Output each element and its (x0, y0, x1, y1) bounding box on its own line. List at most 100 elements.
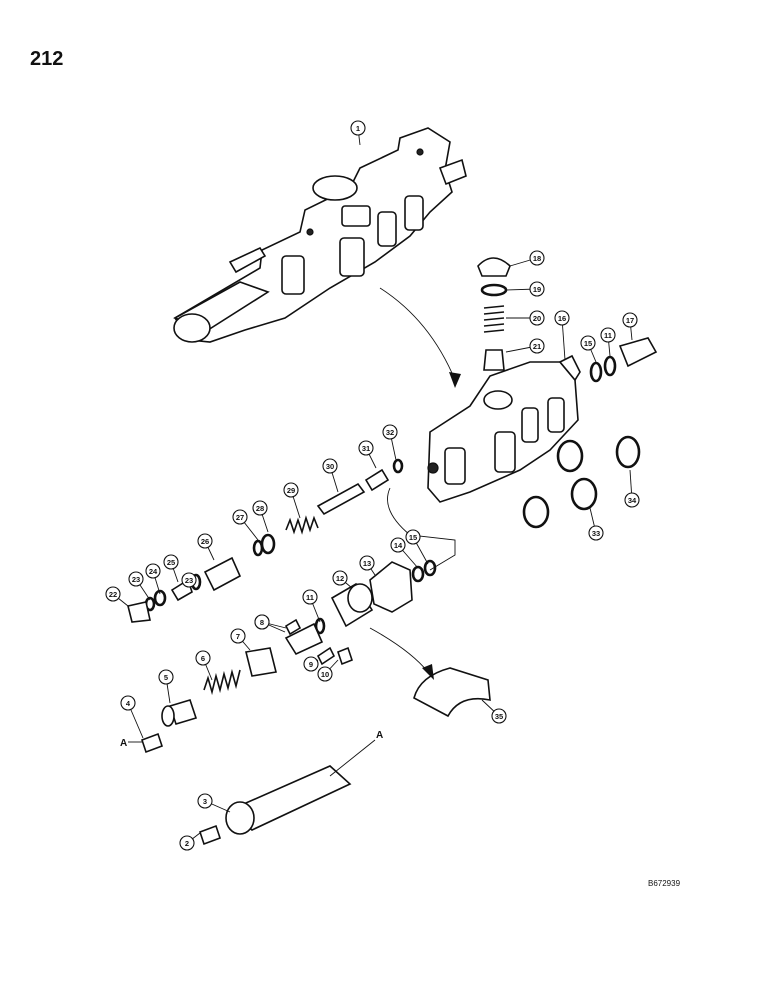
callout-label: 9 (309, 660, 313, 669)
callout-circle (588, 525, 604, 541)
callout-11: 11 (600, 327, 616, 357)
callout-26: 26 (197, 533, 215, 561)
callout-label: 32 (386, 428, 394, 437)
callout-label: 1 (356, 124, 360, 133)
callout-35: 35 (481, 699, 507, 724)
callout-circle (252, 500, 268, 516)
callout-24: 24 (145, 563, 161, 595)
callout-33: 33 (588, 507, 604, 541)
callout-label: 15 (584, 339, 592, 348)
callout-label: 33 (592, 529, 600, 538)
callout-circle (283, 482, 299, 498)
callout-3: 3 (197, 793, 231, 813)
callout-circle (158, 669, 174, 685)
callout-circle (197, 793, 213, 809)
callout-circle (491, 708, 507, 724)
callout-circle (128, 571, 144, 587)
callout-circle (195, 650, 211, 666)
callout-31: 31 (358, 440, 377, 469)
callout-circle (317, 666, 333, 682)
callout-circle (254, 614, 270, 630)
callout-circle (322, 458, 338, 474)
callout-circle (554, 310, 570, 326)
callout-label: 16 (558, 314, 566, 323)
callout-circle (181, 572, 197, 588)
reference-code: B672939 (648, 879, 681, 888)
callout-1: 1 (350, 120, 366, 146)
connector-letter-right: A (376, 730, 383, 741)
callout-circle (302, 589, 318, 605)
callout-4: 4 (120, 695, 144, 739)
callout-label: 21 (533, 342, 541, 351)
callout-label: 17 (626, 316, 634, 325)
callout-circle (179, 835, 195, 851)
callout-circle (332, 570, 348, 586)
callout-label: 31 (362, 444, 370, 453)
callout-label: 22 (109, 590, 117, 599)
callout-30: 30 (322, 458, 339, 493)
callout-7: 7 (230, 628, 251, 651)
callout-label: 35 (495, 712, 503, 721)
callout-circle (624, 492, 640, 508)
valve-assembly-illustration (173, 127, 467, 343)
callout-circle (529, 338, 545, 354)
callout-label: 11 (306, 593, 314, 602)
callout-circle (529, 250, 545, 266)
callout-circle (405, 529, 421, 545)
callout-circle (163, 554, 179, 570)
callout-label: 15 (409, 533, 417, 542)
callout-label: 19 (533, 285, 541, 294)
callout-12: 12 (332, 570, 353, 589)
callout-circle (529, 310, 545, 326)
callout-29: 29 (283, 482, 301, 519)
callout-17: 17 (622, 312, 638, 341)
callout-circle (120, 695, 136, 711)
callout-label: 26 (201, 537, 209, 546)
callout-label: 11 (604, 331, 612, 340)
callout-circle (529, 281, 545, 297)
callout-circle (230, 628, 246, 644)
callout-label: 23 (132, 575, 140, 584)
callout-27: 27 (232, 509, 259, 541)
callout-circle (350, 120, 366, 136)
callout-label: 28 (256, 504, 264, 513)
callout-5: 5 (158, 669, 174, 704)
callout-16: 16 (554, 310, 570, 361)
callout-label: 27 (236, 513, 244, 522)
callout-label: 2 (185, 839, 189, 848)
callout-13: 13 (359, 555, 376, 576)
callout-23: 23 (181, 572, 197, 588)
callout-label: 5 (164, 673, 168, 682)
callout-label: 34 (628, 496, 637, 505)
callout-circle (358, 440, 374, 456)
callout-9: 9 (303, 656, 319, 672)
callout-circle (390, 537, 406, 553)
callout-circle (197, 533, 213, 549)
callout-label: 29 (287, 486, 295, 495)
callout-32: 32 (382, 424, 398, 461)
callout-14: 14 (390, 537, 419, 569)
callout-label: 13 (363, 559, 371, 568)
callout-label: 18 (533, 254, 541, 263)
valve-section-illustration (427, 354, 581, 503)
callout-circle (232, 509, 248, 525)
callout-23: 23 (128, 571, 151, 601)
callout-21: 21 (505, 338, 545, 354)
callout-25: 25 (163, 554, 179, 583)
callout-label: 30 (326, 462, 334, 471)
callout-label: 20 (533, 314, 541, 323)
callout-6: 6 (195, 650, 213, 681)
callout-22: 22 (105, 586, 129, 607)
callout-label: 12 (336, 574, 344, 583)
callout-15: 15 (580, 335, 597, 363)
callout-11: 11 (302, 589, 321, 623)
callout-label: 7 (236, 632, 240, 641)
callout-19: 19 (505, 281, 545, 297)
callout-circle (303, 656, 319, 672)
callout-circle (622, 312, 638, 328)
callout-20: 20 (506, 310, 545, 326)
callout-circle (600, 327, 616, 343)
callout-2: 2 (179, 832, 201, 851)
callout-label: 6 (201, 654, 205, 663)
